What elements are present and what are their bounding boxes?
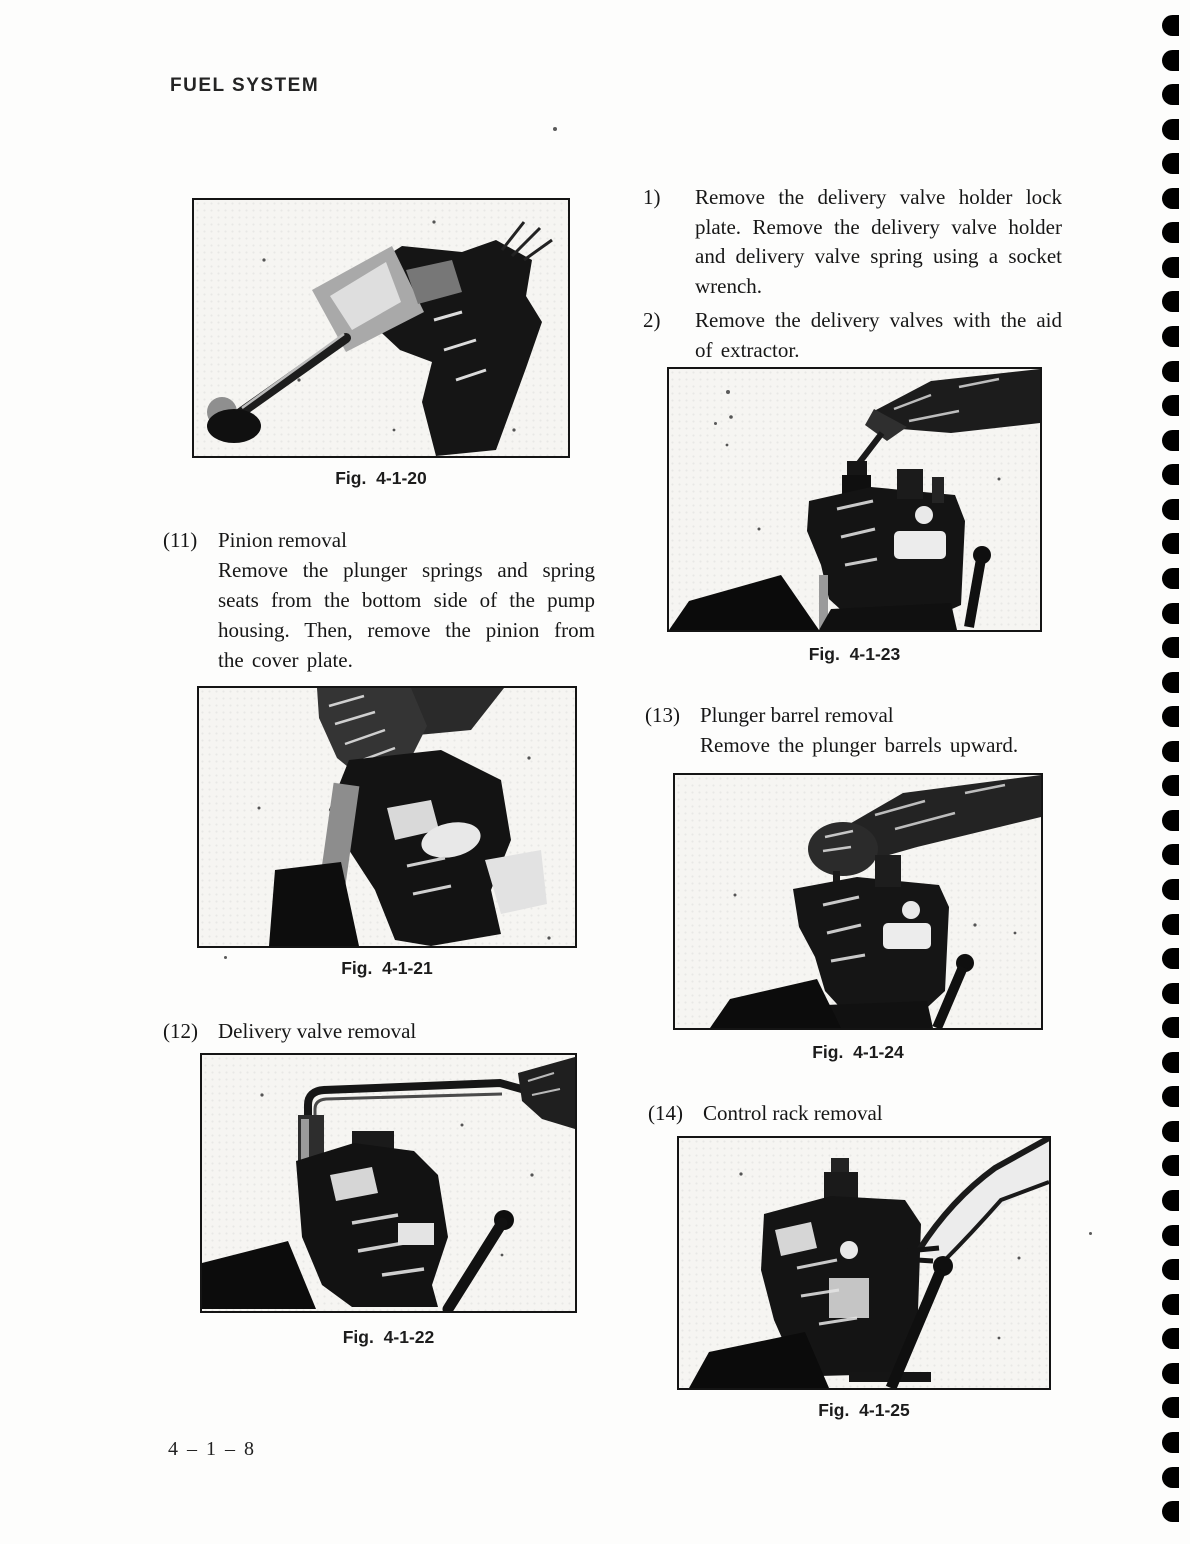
binding-hole-mark [1162,1017,1179,1039]
figure-caption-4-1-24: Fig. 4-1-24 [812,1042,904,1062]
scan-speck [726,390,730,394]
binding-hole-mark [1162,429,1179,451]
binding-hole-mark [1162,1120,1179,1142]
binding-hole-mark [1162,1259,1179,1281]
step-2-label: 2) [643,308,661,332]
binding-hole-mark [1162,256,1179,278]
binding-hole-mark [1162,49,1179,71]
figure-photo-4-1-20 [194,200,568,456]
figure-caption-4-1-25: Fig. 4-1-25 [818,1400,910,1420]
figure-photo-4-1-22 [202,1055,575,1311]
binding-hole-mark [1162,1190,1179,1212]
figure-photo-4-1-24 [675,775,1041,1028]
binding-hole-mark [1162,1362,1179,1384]
delivery-valve-steps: 1) Remove the delivery valve holder lock… [640,183,1062,370]
step-1-text: Remove the delivery valve holder lock pl… [695,185,1062,298]
section-14-label: (14) [648,1101,683,1125]
figure-4-1-20 [192,198,570,458]
scan-speck [553,127,557,131]
figure-photo-4-1-21 [199,688,575,946]
figure-4-1-23 [667,367,1042,632]
binding-hole-mark [1162,809,1179,831]
binding-hole-mark [1162,395,1179,417]
section-12-delivery-valve-removal: (12) Delivery valve removal [163,1016,595,1046]
figure-4-1-24 [673,773,1043,1030]
binding-hole-mark [1162,948,1179,970]
section-14-title: Control rack removal [703,1101,883,1125]
binding-hole-mark [1162,1224,1179,1246]
binding-hole-mark [1162,602,1179,624]
section-13-title: Plunger barrel removal [700,703,894,727]
binding-hole-mark [1162,533,1179,555]
binding-hole-mark [1162,1051,1179,1073]
step-2-text: Remove the delivery valves with the aid … [695,308,1062,362]
binding-hole-mark [1162,982,1179,1004]
figure-caption-4-1-21: Fig. 4-1-21 [341,958,433,978]
section-11-body: Remove the plunger springs and spring se… [218,558,595,672]
binding-hole-mark [1162,1431,1179,1453]
section-13-label: (13) [645,703,680,727]
section-12-label: (12) [163,1019,198,1043]
binding-hole-mark [1162,84,1179,106]
figure-caption-4-1-20: Fig. 4-1-20 [335,468,427,488]
figure-caption-4-1-23: Fig. 4-1-23 [808,644,901,664]
section-12-title: Delivery valve removal [218,1019,417,1043]
scan-speck [714,422,717,425]
binding-hole-mark [1162,1155,1179,1177]
binding-hole-mark [1162,1397,1179,1419]
binding-hole-mark [1162,913,1179,935]
binding-hole-mark [1162,222,1179,244]
binding-hole-mark [1162,498,1179,520]
binding-hole-mark [1162,187,1179,209]
section-11-pinion-removal: (11) Pinion removal Remove the plunger s… [163,525,595,675]
binding-hole-mark [1162,326,1179,348]
section-11-label: (11) [163,528,198,552]
figure-4-1-22 [200,1053,577,1313]
binding-hole-mark [1162,637,1179,659]
binding-hole-mark [1162,360,1179,382]
page-title: FUEL SYSTEM [170,75,320,96]
page-number: 4 – 1 – 8 [168,1438,256,1460]
binding-hole-mark [1162,15,1179,36]
binding-hole-mark [1162,567,1179,589]
binding-hole-mark [1162,118,1179,140]
binding-hole-mark [1162,291,1179,313]
binding-hole-mark [1162,1293,1179,1315]
figure-4-1-21 [197,686,577,948]
binding-hole-mark [1162,464,1179,486]
binding-hole-mark [1162,740,1179,762]
binding-hole-mark [1162,844,1179,866]
step-1: 1) Remove the delivery valve holder lock… [640,183,1062,301]
section-11-title: Pinion removal [218,528,347,552]
figure-photo-4-1-23 [669,369,1040,630]
scan-speck [224,956,227,959]
step-2: 2) Remove the delivery valves with the a… [640,306,1062,365]
section-13-plunger-barrel-removal: (13) Plunger barrel removal Remove the p… [645,700,1070,760]
figure-photo-4-1-25 [679,1138,1049,1388]
binding-hole-mark [1162,1466,1179,1488]
step-1-label: 1) [643,185,661,209]
section-14-control-rack-removal: (14) Control rack removal [648,1098,1073,1128]
binding-hole-mark [1162,1501,1179,1523]
binding-hole-mark [1162,1328,1179,1350]
figure-caption-4-1-22: Fig. 4-1-22 [342,1327,435,1347]
binding-hole-mark [1162,153,1179,175]
binding-hole-mark [1162,706,1179,728]
section-13-body: Remove the plunger barrels upward. [700,733,1019,757]
scan-speck [1089,1232,1092,1235]
binding-hole-mark [1162,879,1179,900]
binding-hole-mark [1162,775,1179,797]
figure-4-1-25 [677,1136,1051,1390]
binding-hole-mark [1162,671,1179,693]
binding-hole-mark [1162,1086,1179,1108]
